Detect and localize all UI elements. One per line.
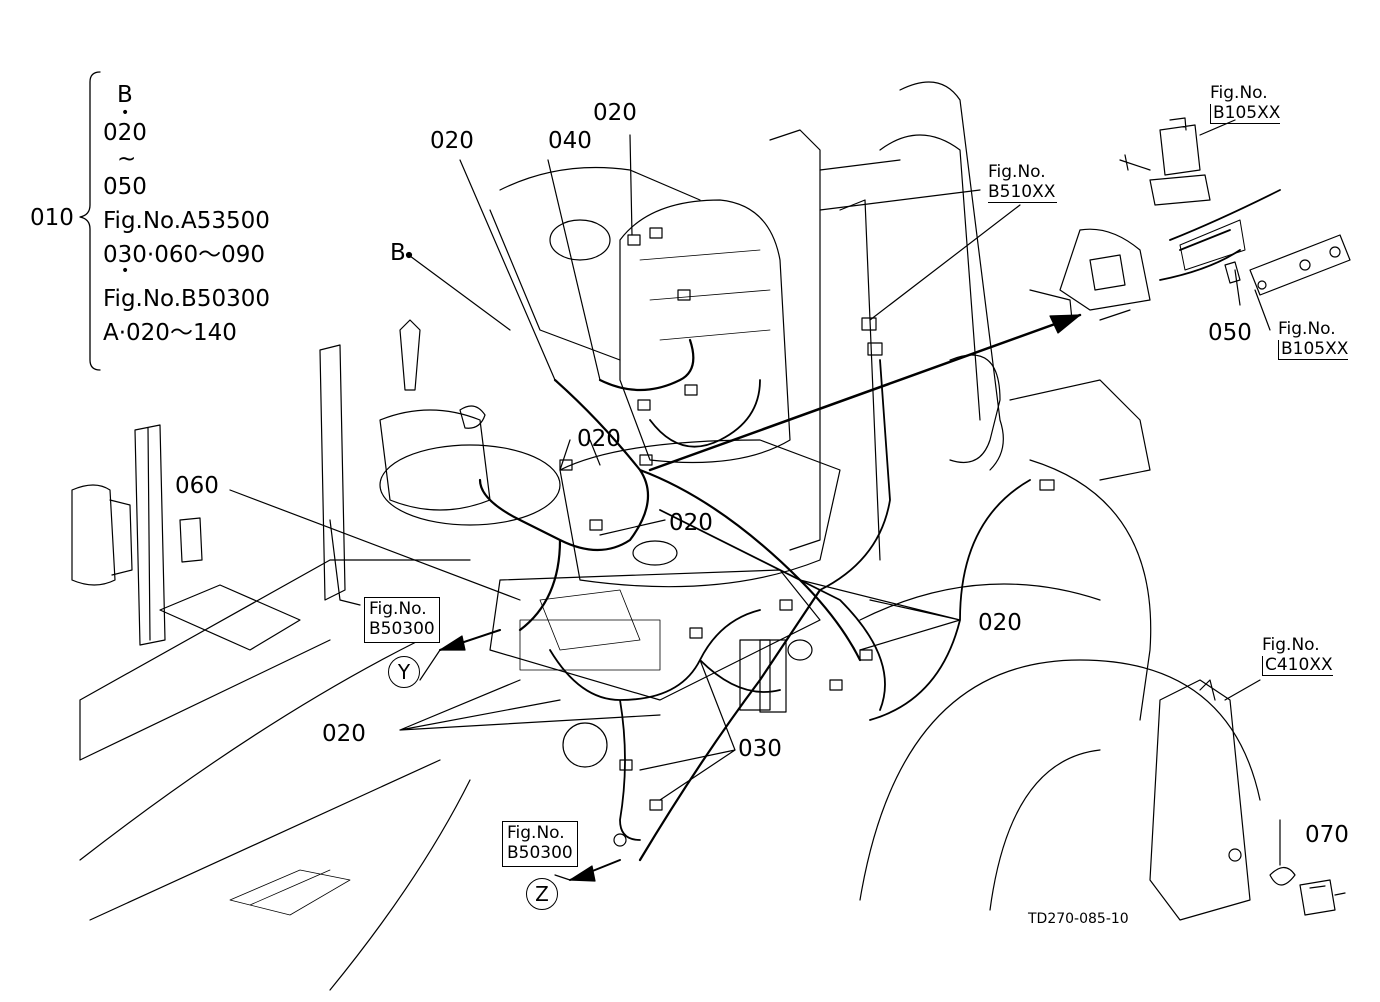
fender — [859, 379, 1152, 721]
wiper-motor — [71, 484, 133, 586]
callout-030: 030 — [738, 736, 782, 762]
fig-ref-b50300-z: Fig.No. B50300 — [502, 821, 578, 868]
fig-ref-c410: Fig.No. C410XX — [1262, 635, 1333, 677]
fig-ref-line: Fig.No. — [507, 823, 565, 843]
floor-outline — [79, 559, 471, 761]
fig-ref-line: Fig.No. — [1210, 83, 1268, 103]
steering-column — [379, 409, 491, 511]
callout-020: 020 — [593, 100, 637, 126]
brace-line: • — [121, 263, 130, 279]
marker-y: Y — [388, 656, 420, 688]
callout-040: 040 — [548, 128, 592, 154]
callout-020: 020 — [577, 426, 621, 452]
connector — [627, 234, 641, 246]
brace-line: Fig.No.A53500 — [103, 208, 270, 234]
arrow-to-b105 — [648, 313, 1082, 472]
brace-line: • — [121, 105, 130, 121]
brace-line: 030·060〜090 — [103, 242, 266, 268]
harness-main — [478, 338, 862, 662]
part-number-010: 010 — [30, 205, 74, 231]
callout-060: 060 — [175, 473, 219, 499]
fig-ref-line: B105XX — [1210, 103, 1281, 125]
left-pillar — [134, 424, 166, 646]
fig-ref-line: C410XX — [1262, 655, 1333, 677]
bracket-c410 — [1149, 679, 1251, 921]
callout-B: B — [390, 240, 406, 266]
brace-line: A·020〜140 — [103, 320, 237, 346]
fig-ref-line: B50300 — [507, 842, 573, 863]
tire — [859, 659, 1261, 911]
fig-ref-line: B510XX — [988, 181, 1058, 204]
brace-line: 050 — [103, 174, 147, 200]
brace-line: 020 — [103, 120, 147, 146]
switch-b105 — [1149, 117, 1211, 206]
rops-frame — [769, 81, 1004, 561]
seat-cushion — [559, 439, 841, 588]
brace-line: B — [117, 82, 133, 108]
fig-ref-line: Fig.No. — [1278, 319, 1336, 339]
callout-020: 020 — [978, 610, 1022, 636]
fig-ref-line: B105XX — [1278, 339, 1349, 361]
fig-ref-line: Fig.No. — [988, 162, 1046, 182]
callout-050: 050 — [1208, 320, 1252, 346]
plate-b105 — [1249, 234, 1351, 296]
fig-ref-b50300-y: Fig.No. B50300 — [364, 597, 440, 644]
marker-z: Z — [526, 878, 558, 910]
drawing-code: TD270-085-10 — [1028, 911, 1129, 927]
fig-ref-b510: Fig.No. B510XX — [988, 162, 1058, 204]
brace-line: ~ — [117, 146, 137, 172]
callout-020: 020 — [669, 510, 713, 536]
fig-ref-line: Fig.No. — [1262, 635, 1320, 655]
fig-ref-line: Fig.No. — [369, 599, 427, 619]
fig-ref-line: B50300 — [369, 618, 435, 639]
fig-ref-b105-top: Fig.No. B105XX — [1210, 83, 1281, 125]
callout-070: 070 — [1305, 822, 1349, 848]
seat-back — [619, 199, 791, 464]
brace-line: Fig.No.B50300 — [103, 286, 270, 312]
fig-ref-b105-right: Fig.No. B105XX — [1278, 319, 1349, 361]
callout-020: 020 — [322, 721, 366, 747]
bolt-070 — [1299, 879, 1346, 916]
callout-020: 020 — [430, 128, 474, 154]
brace-bracket — [79, 71, 101, 371]
